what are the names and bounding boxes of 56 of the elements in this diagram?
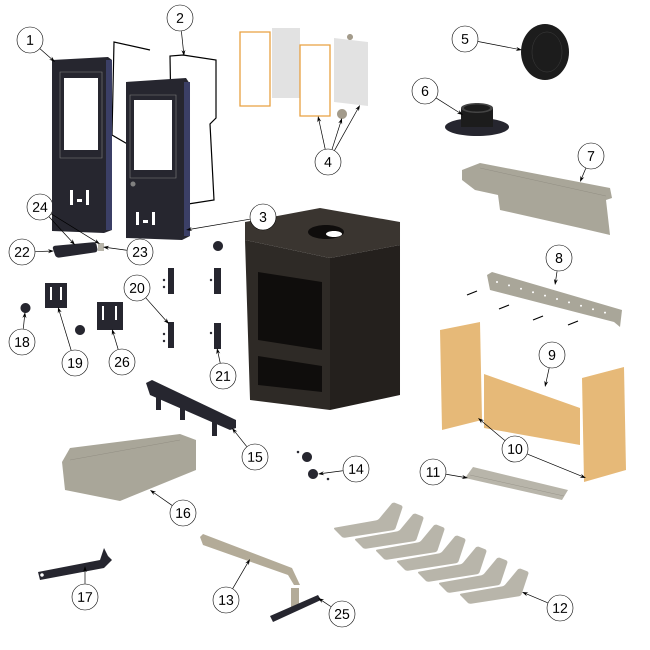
callout-number: 4 (314, 148, 342, 176)
handle-drawing (52, 242, 98, 258)
callout-number: 9 (538, 342, 566, 368)
knob-drawing (20, 303, 30, 313)
flue-collar-drawing (445, 103, 509, 136)
leader-line (40, 48, 55, 62)
callout-number: 6 (412, 78, 438, 104)
brick-drawing (582, 367, 626, 482)
callout-number: 26 (108, 348, 136, 376)
rail-drawing (487, 272, 622, 327)
callout-number: 18 (8, 328, 36, 356)
brick-drawing (440, 322, 482, 430)
callout-number: 25 (328, 600, 356, 628)
callout-number: 20 (124, 274, 150, 302)
baffle-drawing (462, 163, 612, 235)
latch-drawing (210, 323, 221, 349)
grate-bar-drawing (465, 467, 568, 500)
callout-number: 12 (546, 594, 574, 622)
brick-drawing (484, 374, 580, 445)
callout-number: 13 (212, 586, 240, 614)
log-retainer-drawing (146, 380, 236, 436)
riddler-drawing (200, 534, 300, 585)
flue-cover-drawing (521, 24, 569, 80)
callout-number: 8 (546, 244, 572, 272)
door-frame-drawing (52, 57, 112, 233)
grate-drawing (334, 502, 528, 604)
ash-pan-drawing (62, 434, 196, 501)
callout-number: 1 (16, 26, 44, 54)
callout-number: 21 (210, 362, 236, 390)
callout-number: 7 (578, 142, 604, 170)
glass-panel (334, 34, 368, 106)
tool-drawing (38, 548, 112, 580)
callout-number: 14 (342, 456, 370, 482)
gasket-drawing (299, 44, 331, 117)
clip-drawing (337, 109, 347, 119)
callout-number: 5 (452, 26, 478, 52)
leader-line (146, 298, 169, 324)
callout-number: 16 (170, 500, 196, 526)
callout-number: 10 (502, 436, 528, 462)
callout-number: 11 (420, 458, 446, 486)
callout-number: 15 (242, 444, 268, 470)
callout-number: 22 (8, 238, 36, 266)
callout-number: 19 (62, 350, 88, 376)
callout-number: 17 (72, 584, 98, 610)
callout-number: 24 (26, 194, 54, 220)
plate-drawing (45, 283, 67, 308)
callout-number: 23 (126, 238, 154, 266)
leader-line (48, 216, 75, 245)
door-drawing (126, 78, 190, 240)
callout-number: 3 (250, 204, 276, 230)
knob-drawing (296, 450, 330, 480)
pin-drawing (98, 243, 104, 251)
callout-number: 2 (166, 4, 194, 32)
latch-drawing (162, 322, 174, 348)
plate-drawing (97, 302, 123, 330)
bar-drawing (270, 588, 321, 622)
